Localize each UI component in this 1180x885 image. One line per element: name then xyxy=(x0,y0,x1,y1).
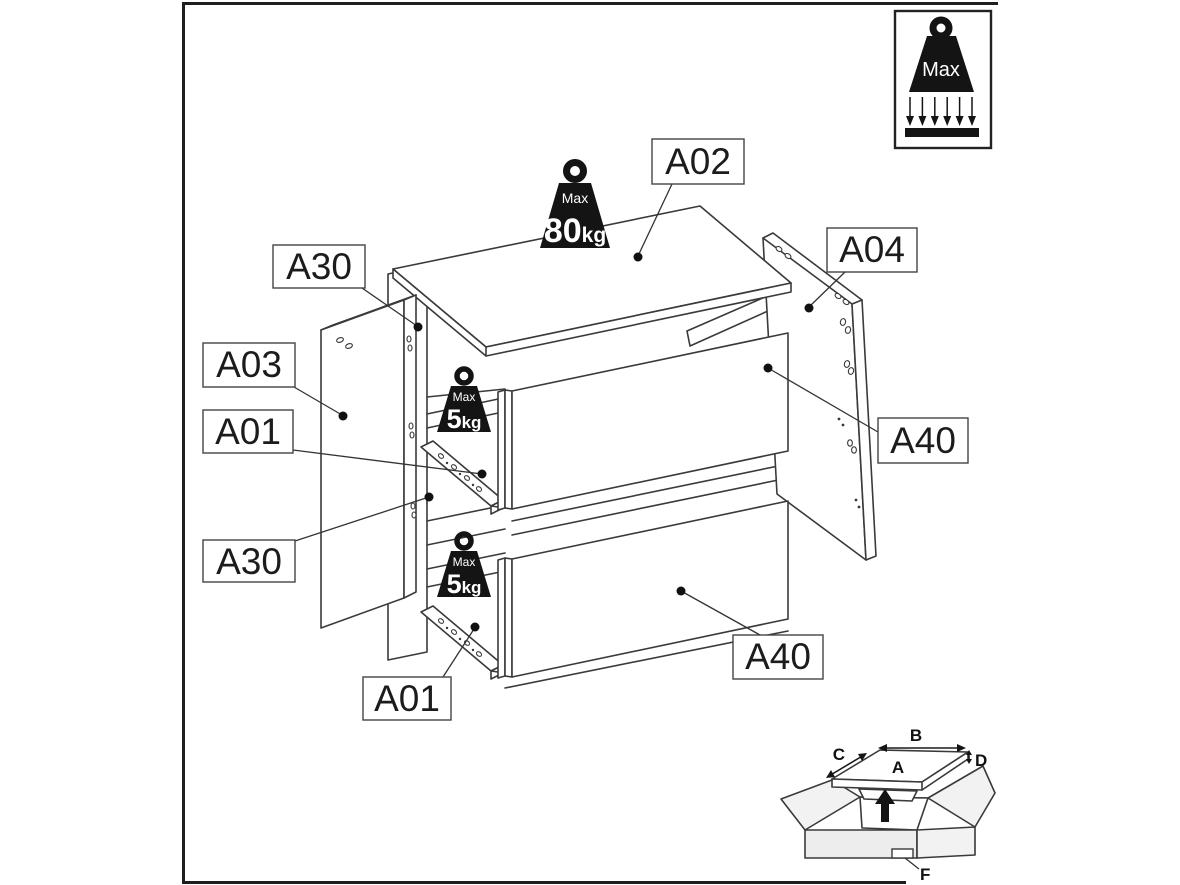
upper-drawer-front-a40 xyxy=(497,332,789,511)
lower-drawer-front-a40 xyxy=(497,500,789,679)
weight-5l-max-label: Max xyxy=(453,555,476,569)
weight-body-icon xyxy=(540,183,610,248)
frame-left-border xyxy=(182,2,185,883)
box-right-face xyxy=(916,826,976,859)
part-label-a04: A04 xyxy=(826,227,918,273)
dim-b-label: B xyxy=(910,726,922,745)
box-right-flap xyxy=(927,765,996,828)
label-text-a04: A04 xyxy=(839,229,905,270)
weight-limit-5kg-upper: Max 5kg xyxy=(437,366,491,434)
shelf-bar-icon xyxy=(905,128,979,137)
label-text-a40-bottom: A40 xyxy=(745,636,811,677)
label-text-a30-bottom: A30 xyxy=(216,541,282,582)
mid-shelf-edges-right xyxy=(511,463,789,536)
upper-front-edge xyxy=(497,389,506,511)
weight-5u-max-label: Max xyxy=(453,390,476,404)
upper-rail-holes xyxy=(437,453,483,492)
part-label-a01-middle: A01 xyxy=(202,409,294,454)
label-text-a01-middle: A01 xyxy=(215,411,281,452)
dim-d-label: D xyxy=(975,751,987,770)
lower-rail-holes xyxy=(437,618,483,657)
packaging-diagram: B C D A F xyxy=(780,726,996,884)
weight-ring-icon xyxy=(563,159,587,183)
pressure-arrows-icon xyxy=(906,97,976,126)
lower-front-edge2 xyxy=(504,557,513,678)
label-text-a03: A03 xyxy=(216,344,282,385)
part-label-a40-right: A40 xyxy=(877,417,969,464)
box-opening xyxy=(859,796,929,831)
lift-arrow-icon xyxy=(875,789,895,822)
weight-ring-icon xyxy=(454,531,474,551)
dim-c-label: C xyxy=(833,745,845,764)
upper-front-edge2 xyxy=(504,389,513,510)
lower-front-edge xyxy=(497,557,506,679)
weight-limit-80kg: Max 80kg xyxy=(540,159,610,250)
leader-lines xyxy=(292,183,879,678)
sticker-f-label: F xyxy=(920,865,930,884)
upper-drawer-box-a01 xyxy=(420,440,506,515)
part-label-a03: A03 xyxy=(202,342,296,388)
weight-body-icon xyxy=(437,386,491,432)
a03-face xyxy=(320,299,405,629)
max-load-icon-box: Max xyxy=(893,9,993,150)
part-label-a02: A02 xyxy=(651,138,745,185)
weight-80-value: 80kg xyxy=(544,212,606,250)
weight-ring-icon xyxy=(454,366,474,386)
sticker-f: F xyxy=(891,848,930,884)
a03-edge xyxy=(403,294,417,599)
label-text-a01-bottom: A01 xyxy=(374,678,440,719)
label-text-a40-right: A40 xyxy=(890,420,956,461)
corner-max-label: Max xyxy=(922,59,960,81)
a03-screw-holes xyxy=(336,335,417,519)
label-text-a02: A02 xyxy=(665,141,731,182)
lower-drawer-box-a01 xyxy=(420,605,506,680)
frame-bottom-border xyxy=(182,881,906,884)
weight-5u-value: 5kg xyxy=(447,404,482,434)
page-frame xyxy=(182,2,998,884)
part-label-a40-bottom: A40 xyxy=(732,634,824,680)
weight-limit-5kg-lower: Max 5kg xyxy=(437,531,491,599)
a04-screw-holes xyxy=(775,245,861,509)
lower-rail-top xyxy=(420,605,504,672)
part-label-a30-top: A30 xyxy=(272,244,366,289)
frame-top-border xyxy=(182,2,998,5)
label-text-a30-top: A30 xyxy=(286,246,352,287)
a04-top-edge xyxy=(762,232,863,301)
part-label-a30-bottom: A30 xyxy=(202,539,296,583)
side-panel-left-a03 xyxy=(320,294,417,629)
weight-80-max-label: Max xyxy=(562,190,588,206)
weight-body-icon xyxy=(437,551,491,597)
upper-front-face xyxy=(511,332,789,510)
weight-body-icon xyxy=(909,36,974,92)
panel-a-label: A xyxy=(892,758,904,777)
weight-5l-value: 5kg xyxy=(447,569,482,599)
dimension-b: B xyxy=(878,726,966,752)
dimension-d: D xyxy=(966,750,987,770)
part-label-a01-bottom: A01 xyxy=(362,676,452,721)
a04-edge xyxy=(851,299,877,561)
dimension-c: C xyxy=(826,745,867,778)
lower-front-face xyxy=(511,500,789,678)
